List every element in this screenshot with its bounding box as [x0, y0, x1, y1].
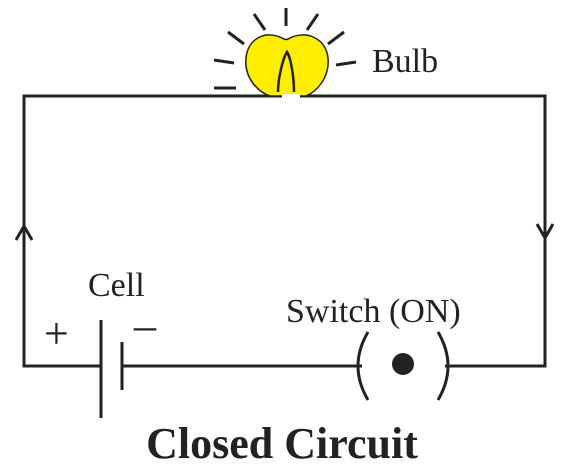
- bulb-filament: [276, 49, 296, 93]
- down-arrow-icon: [535, 223, 555, 242]
- diagram-title: Closed Circuit: [146, 419, 418, 468]
- bulb-label: Bulb: [372, 43, 438, 80]
- circuit-wires: [22, 94, 547, 368]
- switch-left-bracket: [356, 331, 370, 401]
- bulb-glass: [245, 34, 329, 97]
- top-left-wire: [22, 94, 282, 368]
- top-right-wire: [300, 94, 547, 368]
- up-arrow-icon: [14, 222, 34, 241]
- switch-label: Switch (ON): [286, 293, 461, 330]
- bulb-base-gap: [282, 94, 300, 98]
- minus-sign: –: [133, 301, 157, 350]
- switch-right-bracket: [436, 331, 450, 401]
- plus-sign: +: [44, 309, 69, 358]
- battery-cell-icon: [99, 320, 124, 418]
- light-rays: [213, 8, 357, 90]
- switch-on-icon: [356, 331, 450, 401]
- cell-label: Cell: [88, 267, 145, 304]
- current-arrows: [14, 222, 555, 242]
- switch-contact-dot: [392, 353, 414, 375]
- light-bulb-icon: [213, 8, 357, 98]
